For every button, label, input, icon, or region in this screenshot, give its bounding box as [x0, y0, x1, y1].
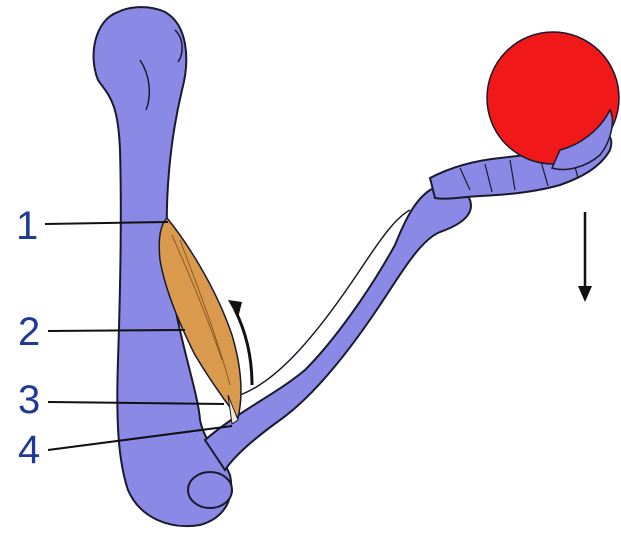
- label-3: 3: [18, 380, 40, 420]
- label-1: 1: [16, 206, 38, 246]
- leader-line-2: [48, 330, 185, 331]
- label-2: 2: [18, 312, 40, 352]
- down-arrow-head: [578, 286, 592, 302]
- label-4: 4: [18, 430, 40, 470]
- curved-up-arrow-head: [228, 300, 242, 318]
- elbow-joint: [188, 472, 232, 508]
- forearm-bone: [205, 186, 471, 470]
